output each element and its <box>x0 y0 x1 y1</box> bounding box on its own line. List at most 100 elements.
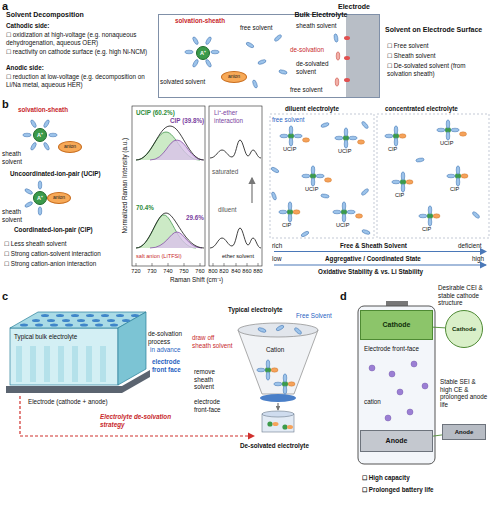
text-label: Raman Shift (cm⁻¹) <box>170 276 223 284</box>
text-label: ☐ Sheath solvent <box>387 52 435 60</box>
anion-oval: anion <box>221 71 247 83</box>
text-label: ☐ Strong cation-anion interaction <box>4 260 96 268</box>
text-label: ether solvent <box>222 253 254 260</box>
text-label: Desirable CEI & stable cathode structure <box>438 284 490 307</box>
anion-oval: anion <box>47 192 71 204</box>
text-label: saturated <box>212 168 238 176</box>
zoom-connector <box>433 327 445 329</box>
text-label: CIP (39.8%) <box>170 117 204 125</box>
axis-tick-label: 740 <box>160 268 176 275</box>
text-label: Typical electrolyte <box>228 306 282 314</box>
text-label: in advance <box>150 346 180 354</box>
text-label: ☐ High capacity <box>362 474 410 482</box>
text-label: ☐ Free solvent <box>387 42 428 50</box>
axis-tick-label: 820 <box>216 268 232 275</box>
text-label: Stable SEI & high CE & prolonged anode l… <box>440 378 488 408</box>
text-label: electrode front face <box>152 358 192 373</box>
text-label: Free Solvent <box>296 312 332 320</box>
text-label: ☐ Prolonged battery life <box>362 486 433 494</box>
text-label: diluent electrolyte <box>285 105 339 113</box>
text-label: free solvent <box>240 24 273 32</box>
text-label: free solvent <box>290 86 323 94</box>
text-label: UCIP <box>338 148 351 155</box>
text-label: solvated solvent <box>160 78 205 86</box>
text-label: ☐ De-solvated solvent (from solvation sh… <box>387 62 487 77</box>
text-label: solvation-sheath <box>18 106 68 114</box>
text-label: deficient <box>458 242 481 250</box>
axis-title: Normalized Raman Intensity (a.u.) <box>121 126 129 246</box>
axis-tick-label: 760 <box>192 268 208 275</box>
panel-letter: c <box>2 290 8 303</box>
text-label: 70.4% <box>136 204 154 212</box>
axis-tick-label: 750 <box>176 268 192 275</box>
cation-circle: A⁺ <box>33 191 47 205</box>
panel-letter: b <box>2 98 9 111</box>
node-text: anion <box>228 74 240 80</box>
text-label: concentrated electrolyte <box>385 105 458 113</box>
axis-tick-label: 840 <box>228 268 244 275</box>
axis-tick-label: 800 <box>205 268 221 275</box>
axis-tick-label: 730 <box>144 268 160 275</box>
text-label: Li⁺-ether interaction <box>214 109 260 124</box>
text-label: sheath solvent <box>2 150 24 165</box>
text-label: Coordinated-ion-pair (CIP) <box>14 226 93 234</box>
text-label: cation <box>364 398 381 406</box>
node-text: Cathode <box>383 321 411 329</box>
axis-tick-label: 880 <box>250 268 266 275</box>
text-label: Free & Sheath Solvent <box>340 242 407 250</box>
text-label: Cation <box>266 346 284 354</box>
text-label: high <box>472 255 484 263</box>
text-label: ☐ Less sheath solvent <box>4 240 66 248</box>
text-label: remove sheath solvent <box>194 368 234 391</box>
text-label: rich <box>272 242 282 250</box>
text-label: CIP <box>450 186 459 193</box>
text-label: UCIP <box>305 186 318 193</box>
zoom-connector <box>433 435 442 436</box>
anion-oval: anion <box>58 141 82 153</box>
node-text: anion <box>64 144 76 150</box>
text-label: CIP <box>395 192 404 199</box>
text-label: CIP <box>422 226 431 233</box>
text-label: de-solvation <box>290 46 324 54</box>
text-label: Typical bulk electrolyte <box>14 333 77 341</box>
text-label: free solvent <box>272 116 305 124</box>
text-label: Aggregative / Coordinated State <box>325 255 421 263</box>
text-label: sheath solvent <box>2 208 24 223</box>
node-text: anion <box>53 195 65 201</box>
text-label: Anodic side: <box>6 64 44 72</box>
text-label: ☐ reactivity on cathode surface (e.g. hi… <box>6 48 152 56</box>
axis-tick-label: 720 <box>128 268 144 275</box>
node-text: A⁺ <box>37 132 43 138</box>
text-label: Electrode (cathode + anode) <box>28 398 108 406</box>
text-label: CIP <box>282 222 291 229</box>
text-label: solvation-sheath <box>175 17 225 25</box>
text-label: ☐ Strong cation-solvent interaction <box>4 250 101 258</box>
text-label: UCIP <box>440 140 453 147</box>
node-text: Anode <box>455 429 474 436</box>
anode-layer: Anode <box>360 430 433 452</box>
panel-letter: d <box>340 290 347 303</box>
node-text: A⁺ <box>37 195 43 201</box>
text-label: UCIP (60.2%) <box>136 109 175 117</box>
text-label: ☐ reduction at low-voltage (e.g. decompo… <box>6 73 152 88</box>
text-label: UCIP <box>283 146 296 153</box>
node-text: Bulk Electrolyte <box>295 11 348 19</box>
anode-slab: Anode <box>442 424 486 440</box>
text-label: Solvent Decomposition <box>6 11 84 19</box>
text-label: UCIP <box>336 222 349 229</box>
cation-circle: A⁺ <box>33 128 47 142</box>
text-label: de-solvated solvent <box>296 60 336 75</box>
node-text: Anode <box>386 437 408 445</box>
node-text: Cathode <box>452 326 476 333</box>
text-label: salt anion (LiTFSI) <box>136 253 182 260</box>
text-label: Uncoordinated-ion-pair (UCIP) <box>10 170 101 178</box>
node-text: A⁺ <box>200 50 206 56</box>
text-label: sheath solvent <box>296 22 337 30</box>
cathode-layer: Cathode <box>360 310 433 340</box>
text-label: low <box>272 255 281 263</box>
axis-tick-label: 860 <box>239 268 255 275</box>
text-label: Oxidative Stability & vs. Li Stability <box>318 268 423 276</box>
text-label: ☐ oxidization at high-voltage (e.g. nona… <box>6 31 152 46</box>
text-label: de-solvation process <box>148 330 190 345</box>
